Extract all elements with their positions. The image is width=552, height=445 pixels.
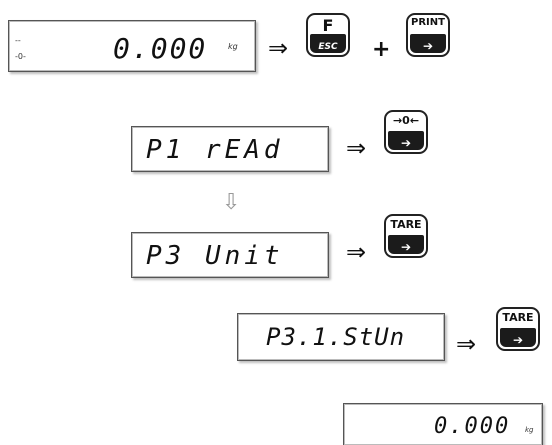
key-band [500,328,536,347]
weight-display: -- -0- 0.000 kg [8,20,256,72]
tare-key[interactable]: TARE ➔ [384,214,428,258]
key-label-bottom: ➔ [400,240,412,254]
print-key[interactable]: PRINT ➔ [406,13,450,57]
f-esc-key[interactable]: F ESC [306,13,350,57]
arrow-icon: ⇒ [268,34,289,62]
key-label-bottom: ESC [318,42,338,52]
weight-display-result: 0.000 kg [343,403,543,445]
zero-key[interactable]: →0← ➔ [384,110,428,154]
menu-display-p3-1: P3.1.StUn [237,313,445,361]
stability-indicator: -- [15,36,21,45]
display-value: 0.000 [113,32,208,65]
key-label-bottom: ➔ [512,333,524,347]
menu-display-p1: P1 rEAd [131,126,329,172]
unit-label: kg [525,426,534,434]
key-label-top: TARE [502,311,534,324]
unit-label: kg [228,42,238,51]
down-arrow-icon: ⇩ [222,190,241,215]
key-label-top: →0← [392,114,420,127]
key-label-top: TARE [390,218,422,231]
key-label-top: F [322,16,334,35]
arrow-icon: ⇒ [346,238,367,266]
key-band [310,34,346,53]
key-band [388,235,424,254]
key-band [410,34,446,53]
arrow-icon: ⇒ [456,330,477,358]
display-value: P3.1.StUn [266,323,406,351]
key-label-bottom: ➔ [400,136,412,150]
arrow-icon: ⇒ [346,134,367,162]
plus-sign: + [372,37,391,62]
zero-indicator: -0- [15,52,26,61]
key-label-top: PRINT [411,17,445,28]
tare-key[interactable]: TARE ➔ [496,307,540,351]
display-value: 0.000 [434,414,511,439]
display-value: P3 Unit [146,241,284,271]
display-value: P1 rEAd [146,135,284,165]
menu-display-p3: P3 Unit [131,232,329,278]
key-label-bottom: ➔ [422,39,434,53]
key-band [388,131,424,150]
